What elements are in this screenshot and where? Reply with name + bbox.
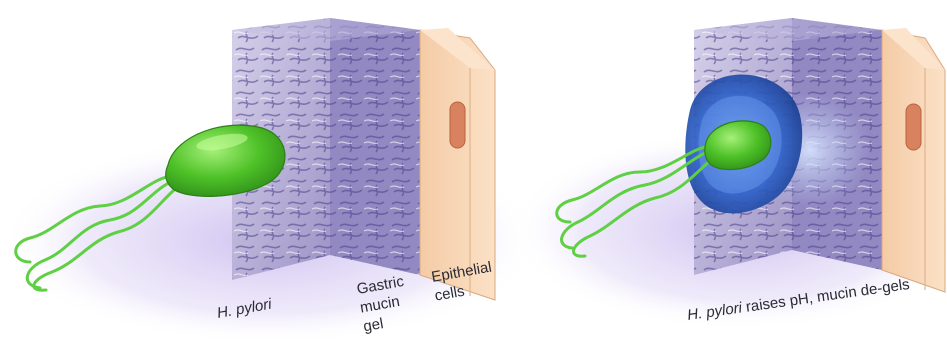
- panel-right: H. pylori raises pH, mucin de-gels: [510, 18, 947, 330]
- label-mucin-line3: gel: [362, 315, 385, 335]
- nucleus-icon: [450, 102, 465, 148]
- epithelial-cell-icon: [882, 28, 945, 292]
- panel-left: H. pylori Gastric mucin gel Epithelial c…: [0, 18, 540, 345]
- nucleus-icon: [906, 104, 921, 150]
